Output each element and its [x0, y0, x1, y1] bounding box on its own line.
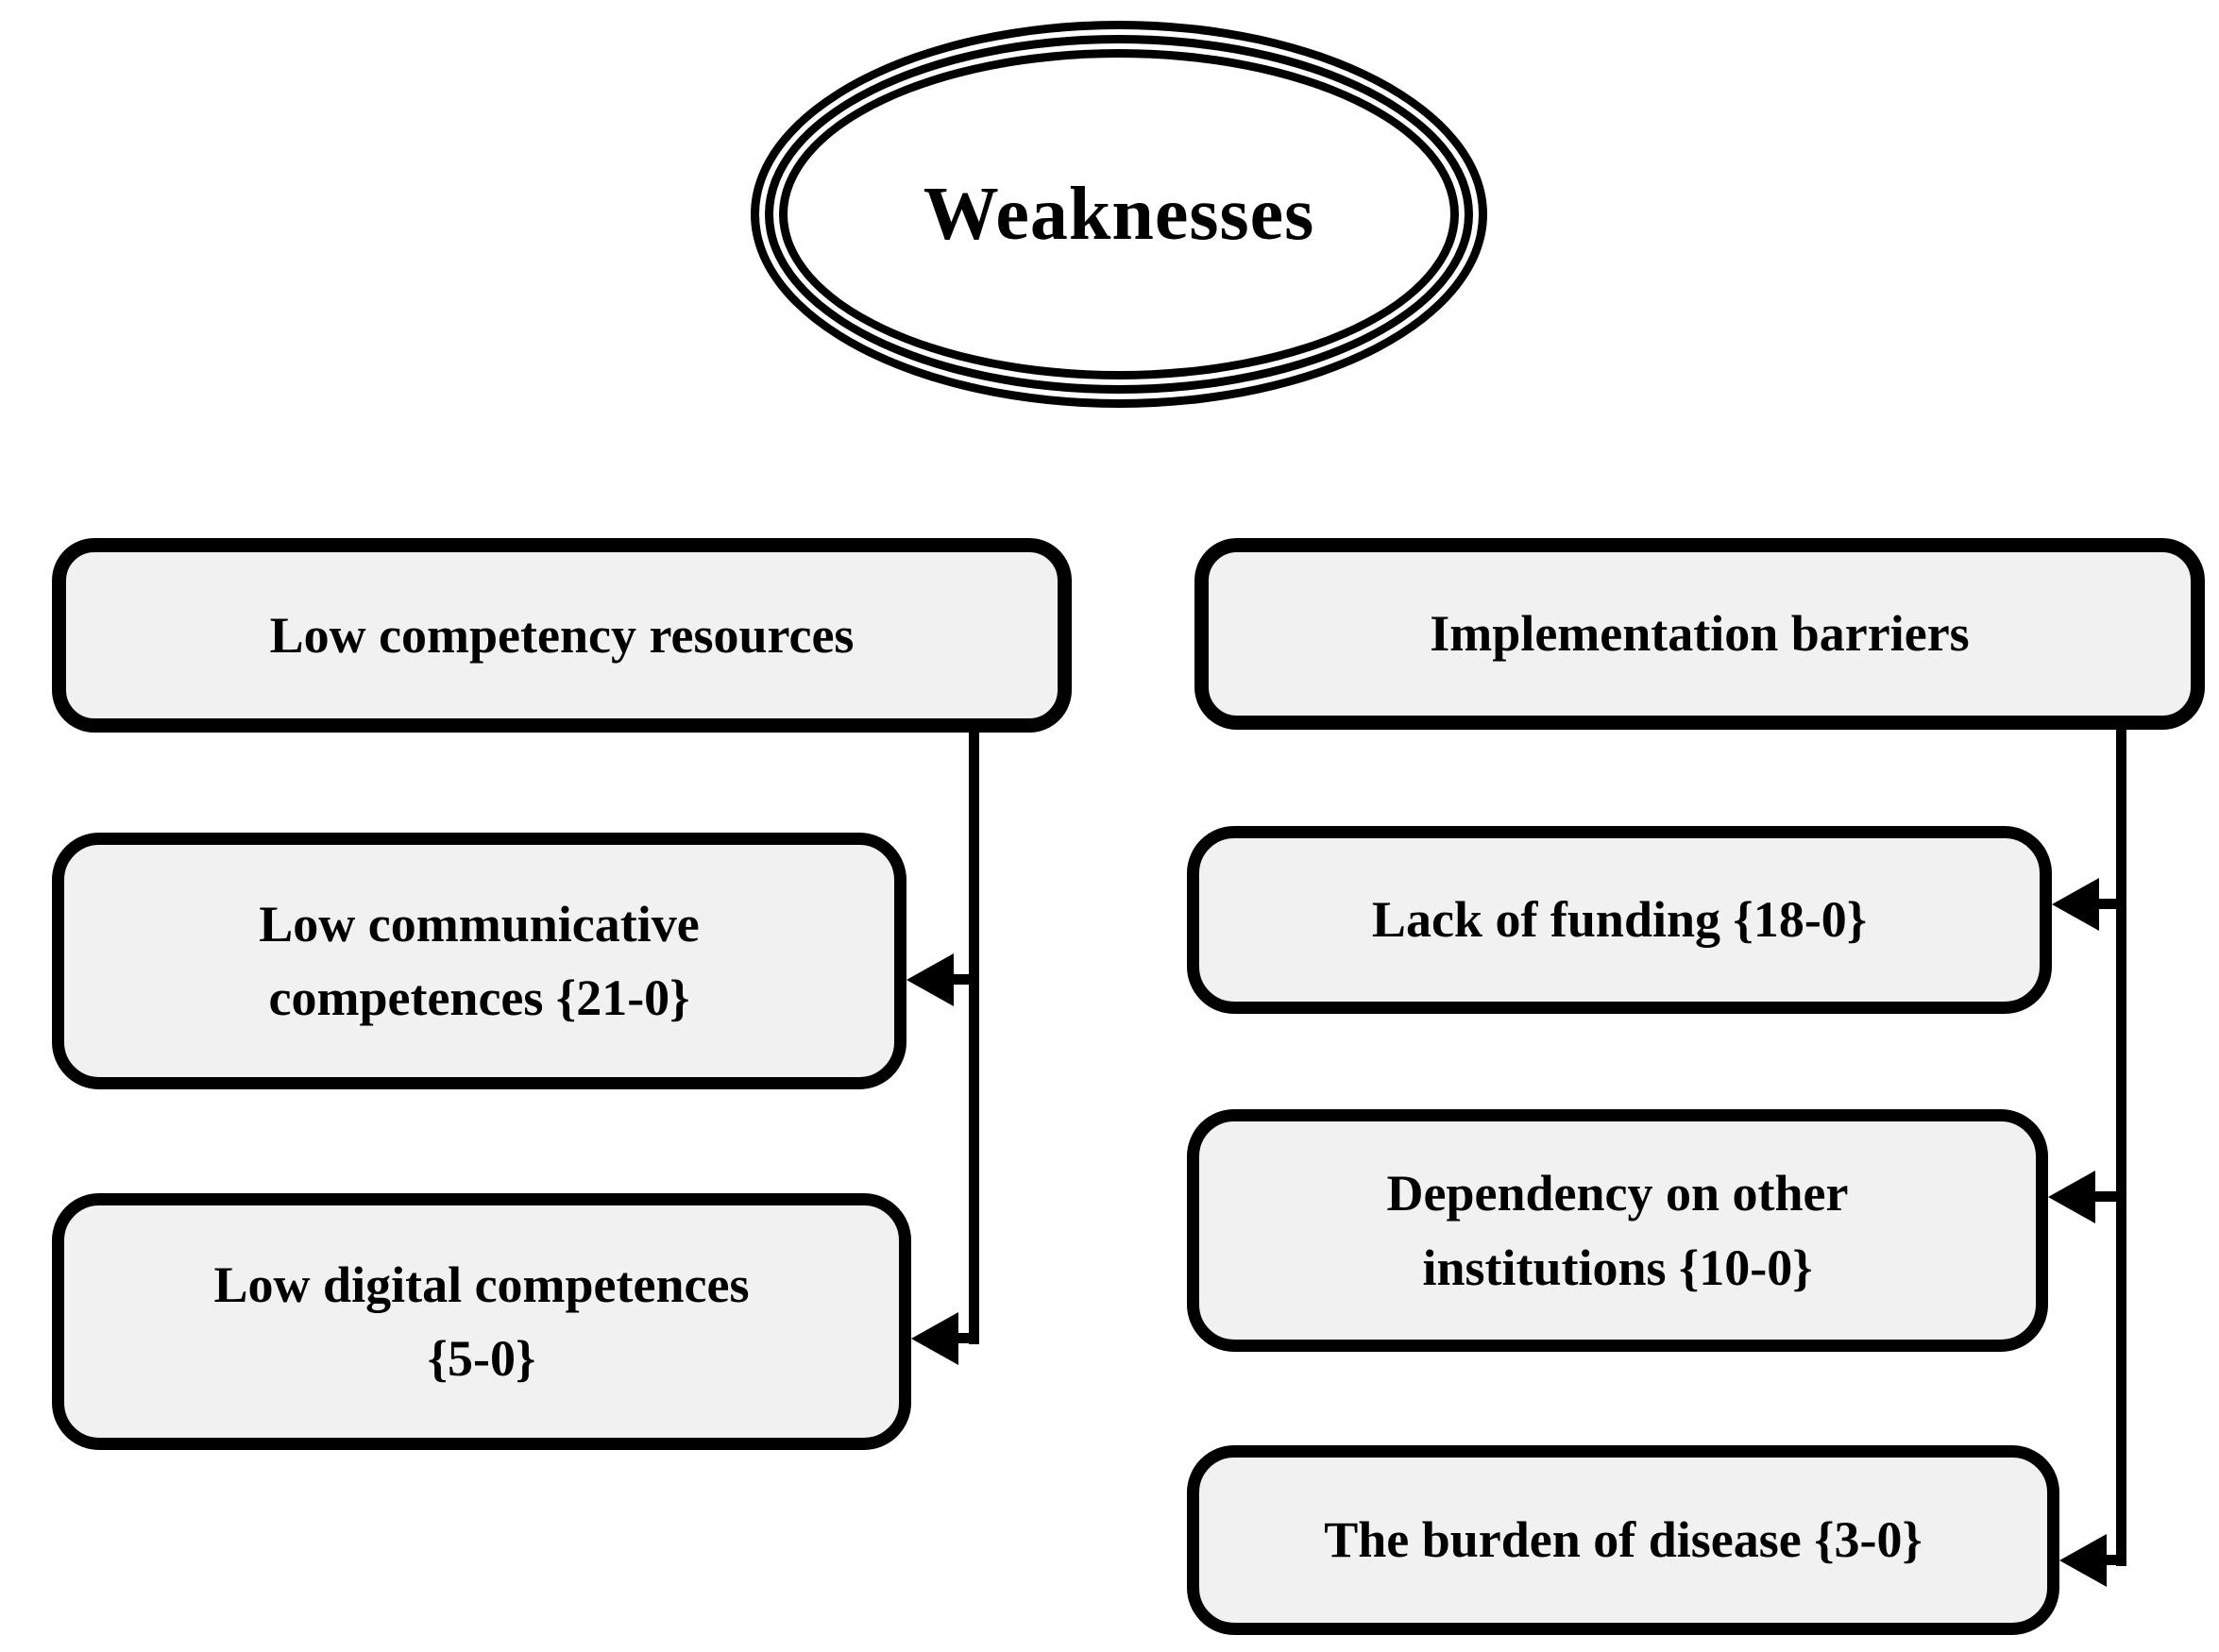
node-label: Low digital competences {5-0} — [213, 1256, 750, 1387]
arrowhead-icon — [2048, 1171, 2095, 1223]
arrowhead-icon — [911, 1312, 958, 1365]
node-burden-of-disease: The burden of disease {3-0} — [1187, 1445, 2059, 1635]
connector-line-horizontal — [2105, 1555, 2126, 1565]
weaknesses-ellipse: Weaknesses — [751, 21, 1487, 408]
node-label: Lack of funding {18-0} — [1371, 891, 1868, 949]
weaknesses-label-text: Weaknesses — [923, 172, 1315, 256]
weaknesses-label: Weaknesses — [751, 21, 1487, 408]
connector-line-horizontal — [2093, 1191, 2122, 1202]
node-label: Low competency resources — [269, 606, 855, 664]
arrowhead-icon — [2059, 1534, 2107, 1587]
node-label: Dependency on other institutions {10-0} — [1386, 1165, 1849, 1296]
node-low-competency-resources: Low competency resources — [52, 538, 1072, 733]
connector-line-vertical — [969, 725, 979, 1344]
node-lack-of-funding: Lack of funding {18-0} — [1187, 826, 2052, 1014]
connector-line-horizontal — [952, 974, 979, 985]
node-label: The burden of disease {3-0} — [1324, 1511, 1923, 1569]
ellipse-ring-inner — [779, 49, 1459, 379]
node-label: Implementation barriers — [1430, 605, 1970, 663]
node-label: Low communicative competences {21-0} — [259, 895, 700, 1026]
ellipse-ring-outer — [751, 21, 1487, 408]
connector-line-horizontal — [957, 1333, 979, 1343]
connector-line-horizontal — [2097, 899, 2122, 909]
arrowhead-icon — [906, 953, 954, 1006]
node-low-digital-competences: Low digital competences {5-0} — [52, 1193, 911, 1450]
node-dependency-on-other-institutions: Dependency on other institutions {10-0} — [1187, 1109, 2048, 1352]
ellipse-ring-middle — [765, 35, 1473, 394]
arrowhead-icon — [2052, 878, 2099, 931]
connector-line-vertical — [2116, 717, 2126, 1566]
node-implementation-barriers: Implementation barriers — [1194, 538, 2205, 730]
node-low-communicative-competences: Low communicative competences {21-0} — [52, 833, 906, 1089]
